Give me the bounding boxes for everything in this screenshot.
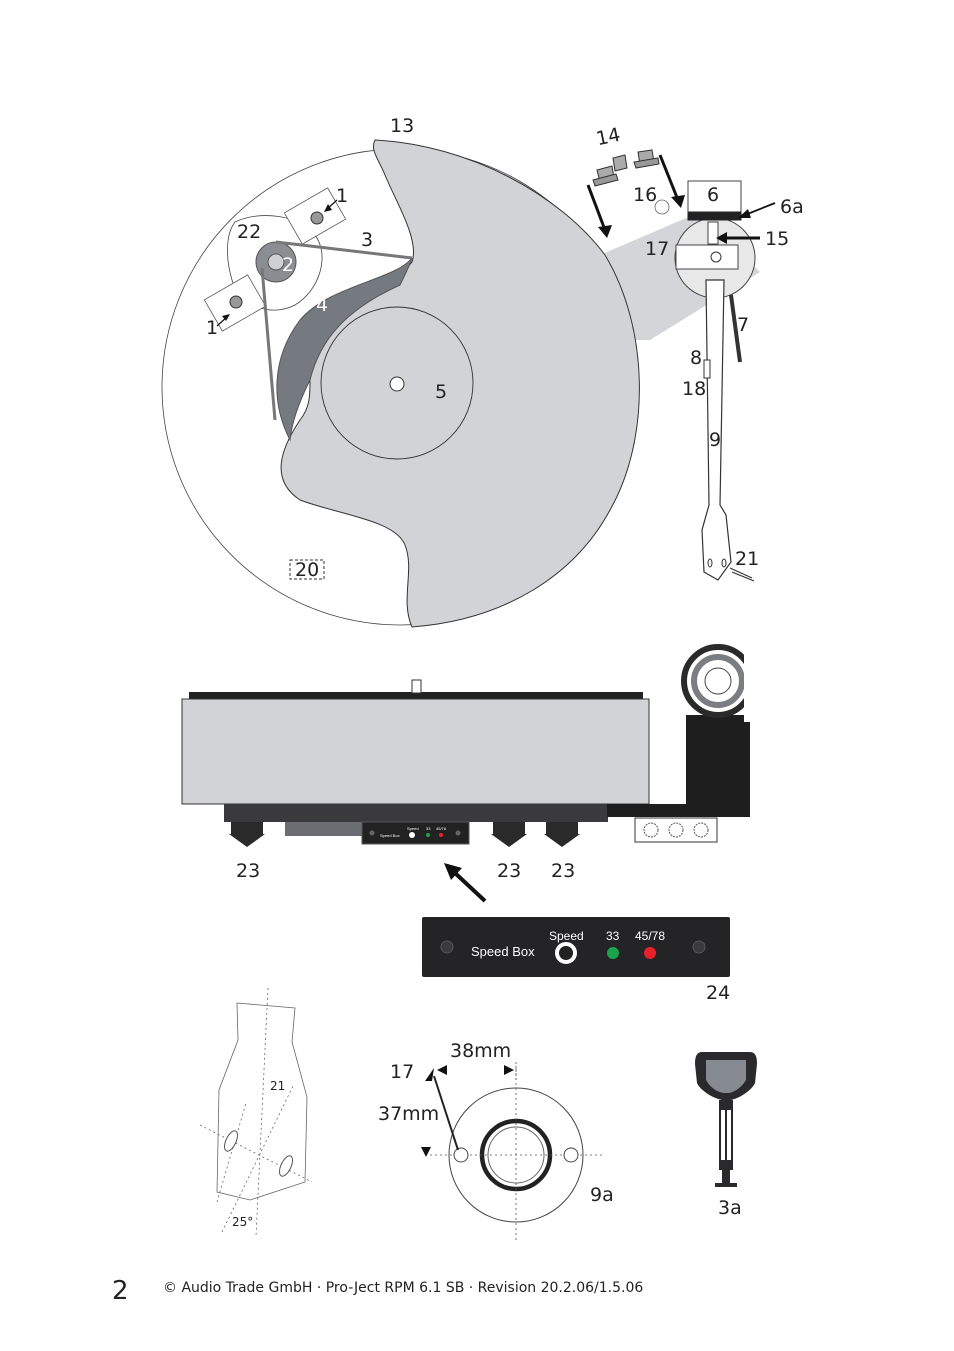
motor-mount-lower <box>203 274 267 332</box>
sub-platter <box>276 257 413 442</box>
platter-side <box>181 698 650 805</box>
speed-box-title: Speed Box <box>471 944 535 959</box>
led-4578 <box>644 947 656 959</box>
mini-33-label: 33 <box>426 826 431 831</box>
dim-arrow-right <box>504 1065 514 1075</box>
callout-24: 24 <box>706 982 730 1004</box>
foot-middle <box>491 822 527 847</box>
arrow-to-speed-box <box>453 871 487 903</box>
speed-label: Speed <box>549 929 584 943</box>
tonearm-tube <box>701 279 732 581</box>
callout-8: 8 <box>690 347 702 369</box>
tonearm-bearing <box>675 244 739 270</box>
speed-box-panel <box>422 917 730 977</box>
arrow-weights-right <box>658 154 680 201</box>
dim-arrow-up <box>425 1068 434 1081</box>
callout-1-upper: 1 <box>336 185 348 207</box>
plinth-side <box>224 804 608 822</box>
foot-left <box>229 822 265 847</box>
platter-top-edge <box>189 692 643 699</box>
headshell-detail: 21 25° <box>199 987 313 1237</box>
counterweight-parts <box>592 149 660 187</box>
callout-5: 5 <box>435 381 447 403</box>
tool-3a: 3a <box>695 1052 757 1219</box>
page-footer: 2 © Audio Trade GmbH · Pro-Ject RPM 6.1 … <box>0 1268 954 1308</box>
side-view: Speed Box Speed 33 45/78 23 23 23 <box>181 640 756 903</box>
callout-3a: 3a <box>718 1197 742 1219</box>
callout-9: 9 <box>709 429 721 451</box>
angle-label: 25° <box>232 1215 253 1229</box>
part-16-ring <box>654 199 670 215</box>
callout-3: 3 <box>361 229 373 251</box>
mini-led-33 <box>426 833 430 837</box>
spindle <box>389 376 405 392</box>
lift-lever <box>729 294 742 363</box>
drive-belt <box>260 240 413 421</box>
speed-box-mini <box>361 821 470 845</box>
callout-17-detail: 17 <box>390 1061 414 1083</box>
led-33 <box>607 947 619 959</box>
headshell-outline <box>216 1002 308 1201</box>
counterweight-side <box>681 640 756 722</box>
callout-21: 21 <box>735 548 759 570</box>
dimension-37mm: 37mm <box>378 1103 439 1125</box>
callout-21-detail: 21 <box>270 1079 285 1093</box>
dimension-38mm: 38mm <box>450 1040 511 1062</box>
callout-23-middle: 23 <box>497 860 521 882</box>
led-4578-label: 45/78 <box>635 929 665 943</box>
top-view: 13 14 1 1 22 3 2 4 5 16 6 6a 15 17 7 8 1… <box>161 115 804 628</box>
callout-2: 2 <box>282 254 294 276</box>
armbase-template: 17 38mm 37mm 9a <box>378 1040 614 1240</box>
platter-mat <box>320 306 474 460</box>
speed-button[interactable] <box>555 942 577 964</box>
callout-9a: 9a <box>590 1184 614 1206</box>
armbase-hole-right <box>563 1147 579 1163</box>
speed-box-screw-left <box>440 940 454 954</box>
arrow-6a <box>744 202 776 216</box>
speed-box-screw-right <box>692 940 706 954</box>
footer-copyright: © Audio Trade GmbH · Pro-Ject RPM 6.1 SB… <box>163 1280 644 1296</box>
tonearm-pillar-side <box>686 715 750 817</box>
arrow-weights-left <box>586 184 607 231</box>
callout-15: 15 <box>765 228 789 250</box>
callout-13: 13 <box>390 115 414 137</box>
callout-20: 20 <box>295 559 319 581</box>
motor-base-side <box>285 822 365 836</box>
dim-arrow-left <box>437 1065 447 1075</box>
armbase-hole-left <box>453 1147 469 1163</box>
led-33-label: 33 <box>606 929 620 943</box>
mini-speed-label: Speed <box>407 826 419 831</box>
mini-speed-box-label: Speed Box <box>380 833 400 838</box>
callout-17: 17 <box>645 238 669 260</box>
callout-22: 22 <box>237 221 261 243</box>
callout-16: 16 <box>633 184 657 206</box>
callout-7: 7 <box>737 314 749 336</box>
speed-box: Speed Box Speed 33 45/78 24 <box>422 917 730 1004</box>
callout-6: 6 <box>707 184 719 206</box>
part-20-box <box>289 559 325 580</box>
callout-4: 4 <box>316 294 328 316</box>
callout-14: 14 <box>594 124 622 151</box>
mini-4578-label: 45/78 <box>436 826 447 831</box>
callout-1-lower: 1 <box>206 317 218 339</box>
motor-mount-upper <box>283 187 347 245</box>
counterweight-6a <box>687 211 742 221</box>
mini-led-4578 <box>439 833 443 837</box>
page-number: 2 <box>112 1276 129 1306</box>
foot-right <box>544 822 580 847</box>
callout-6a: 6a <box>780 196 804 218</box>
dim-arrow-down <box>421 1147 431 1157</box>
callout-23-right: 23 <box>551 860 575 882</box>
callout-18: 18 <box>682 378 706 400</box>
callout-23-left: 23 <box>236 860 260 882</box>
spindle-side <box>411 679 422 694</box>
